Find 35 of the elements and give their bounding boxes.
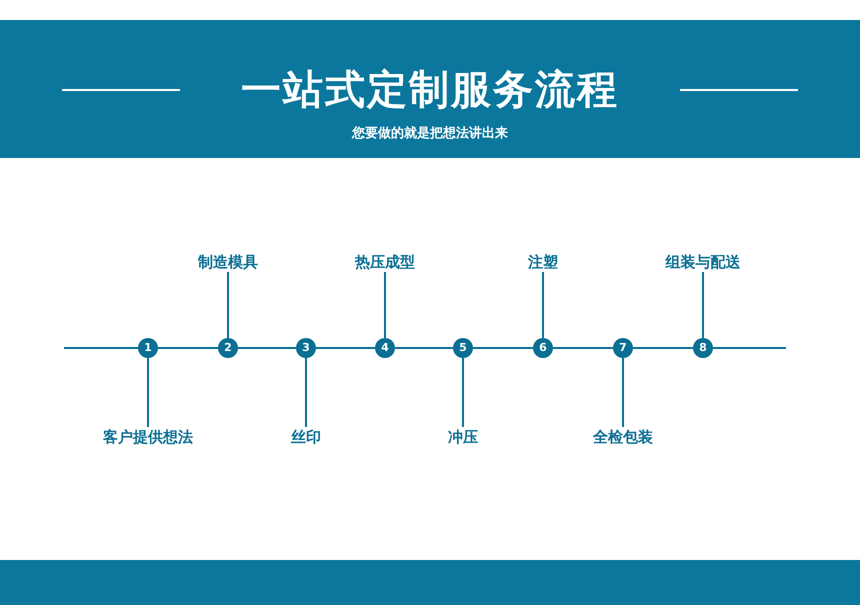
timeline-line xyxy=(473,347,533,349)
leader-line xyxy=(622,358,624,427)
step-number-circle: 4 xyxy=(375,338,395,358)
timeline-line xyxy=(316,347,375,349)
timeline-line xyxy=(633,347,693,349)
timeline-line xyxy=(713,347,786,349)
leader-line xyxy=(227,272,229,338)
step-number-circle: 8 xyxy=(693,338,713,358)
title: 一站式定制服务流程 xyxy=(241,67,619,113)
step-label: 组装与配送 xyxy=(643,252,763,272)
step-label: 冲压 xyxy=(403,427,523,447)
subtitle: 您要做的就是把想法讲出来 xyxy=(352,126,508,141)
step-number-circle: 7 xyxy=(613,338,633,358)
leader-line xyxy=(542,272,544,338)
step-number-circle: 1 xyxy=(138,338,158,358)
step-label: 丝印 xyxy=(246,427,366,447)
step-number-circle: 2 xyxy=(218,338,238,358)
leader-line xyxy=(305,358,307,427)
leader-line xyxy=(384,272,386,338)
leader-line xyxy=(147,358,149,427)
step-label: 全检包装 xyxy=(563,427,683,447)
timeline-line xyxy=(158,347,218,349)
step-label: 热压成型 xyxy=(325,252,445,272)
step-label: 制造模具 xyxy=(168,252,288,272)
step-number-circle: 5 xyxy=(453,338,473,358)
timeline-line xyxy=(64,347,138,349)
step-label: 客户提供想法 xyxy=(88,427,208,447)
timeline-line xyxy=(395,347,453,349)
step-number-circle: 3 xyxy=(296,338,316,358)
step-number-circle: 6 xyxy=(533,338,553,358)
leader-line xyxy=(462,358,464,427)
leader-line xyxy=(702,272,704,338)
step-label: 注塑 xyxy=(483,252,603,272)
timeline-line xyxy=(238,347,296,349)
timeline-line xyxy=(553,347,613,349)
